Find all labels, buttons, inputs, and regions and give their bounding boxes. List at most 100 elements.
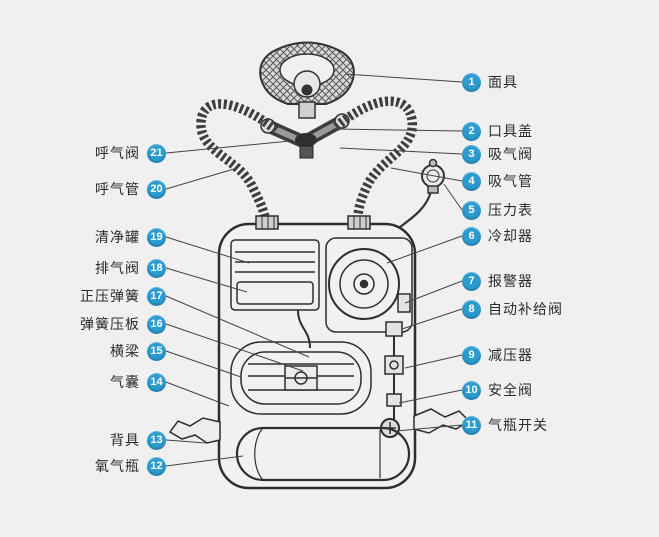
leader-line xyxy=(344,73,463,83)
callout-cylinder-switch: 11 气瓶开关 xyxy=(462,415,548,435)
callout-label: 横梁 xyxy=(110,343,140,359)
callout-label: 背具 xyxy=(110,432,140,448)
leader-line xyxy=(165,236,250,264)
leader-line xyxy=(165,350,242,378)
leader-line xyxy=(165,267,248,293)
callout-number-badge: 19 xyxy=(147,227,166,247)
leader-line xyxy=(401,308,463,330)
exhale-hose-drawing xyxy=(196,99,279,229)
leader-line xyxy=(332,128,463,132)
callout-label: 呼气管 xyxy=(95,181,140,197)
breathing-bag-drawing xyxy=(230,341,372,415)
callout-number-badge: 3 xyxy=(462,144,481,164)
callout-pressure-reducer: 9 减压器 xyxy=(462,345,533,365)
callout-inhale-valve: 3 吸气阀 xyxy=(462,144,533,164)
oxygen-cylinder-drawing xyxy=(235,426,411,482)
callout-number-badge: 5 xyxy=(462,200,481,220)
pressure-gauge-drawing xyxy=(399,158,445,228)
inner-tube-drawing xyxy=(297,309,311,349)
callout-alarm: 7 报警器 xyxy=(462,271,533,291)
callout-safety-valve: 10 安全阀 xyxy=(462,380,533,400)
leader-line xyxy=(339,147,463,155)
cooler-drawing xyxy=(325,237,413,333)
mask-drawing xyxy=(259,41,355,105)
callout-label: 清净罐 xyxy=(95,229,140,245)
callout-label: 口具盖 xyxy=(488,123,533,139)
callout-number-badge: 17 xyxy=(147,286,166,306)
callout-cooler: 6 冷却器 xyxy=(462,226,533,246)
callout-exhale-tube: 呼气管 20 xyxy=(95,179,166,199)
leader-line xyxy=(398,389,463,404)
valve-train-drawing xyxy=(380,293,411,438)
callout-label: 冷却器 xyxy=(488,228,533,244)
leader-line xyxy=(165,381,230,407)
leader-lines xyxy=(165,73,463,467)
callout-number-badge: 13 xyxy=(147,430,166,450)
callout-label: 气瓶开关 xyxy=(488,417,548,433)
callout-label: 弹簧压板 xyxy=(80,316,140,332)
callout-number-badge: 18 xyxy=(147,258,166,278)
leader-line xyxy=(443,183,463,211)
callout-crossbeam: 横梁 15 xyxy=(110,341,166,361)
callout-number-badge: 11 xyxy=(462,415,481,435)
callout-label: 减压器 xyxy=(488,347,533,363)
leader-line xyxy=(404,280,463,304)
callout-number-badge: 15 xyxy=(147,341,166,361)
callout-pressure-gauge: 5 压力表 xyxy=(462,200,533,220)
callout-label: 排气阀 xyxy=(95,260,140,276)
mouthpiece-drawing xyxy=(260,101,350,159)
callout-label: 报警器 xyxy=(488,273,533,289)
callout-purifier-canister: 清净罐 19 xyxy=(95,227,166,247)
callout-label: 面具 xyxy=(488,74,518,90)
leader-line xyxy=(165,323,304,372)
leader-line xyxy=(165,439,207,444)
callout-number-badge: 21 xyxy=(147,143,166,163)
callout-number-badge: 12 xyxy=(147,456,166,476)
canister-drawing xyxy=(230,239,320,311)
harness-strap-right-drawing xyxy=(413,408,471,434)
callout-label: 吸气管 xyxy=(488,173,533,189)
callout-number-badge: 6 xyxy=(462,226,481,246)
callout-harness: 背具 13 xyxy=(110,430,166,450)
callout-exhaust-valve: 排气阀 18 xyxy=(95,258,166,278)
callout-label: 自动补给阀 xyxy=(488,301,563,317)
case-drawing xyxy=(217,215,417,490)
leader-line xyxy=(386,235,463,264)
leader-line xyxy=(390,167,463,182)
callout-label: 安全阀 xyxy=(488,382,533,398)
leader-line xyxy=(404,354,463,369)
callout-number-badge: 2 xyxy=(462,121,481,141)
callout-breathing-bag: 气囊 14 xyxy=(110,372,166,392)
callout-number-badge: 8 xyxy=(462,299,481,319)
leader-line xyxy=(165,455,244,467)
inhale-hose-drawing xyxy=(332,96,417,229)
callout-mask: 1 面具 xyxy=(462,72,518,92)
leader-line xyxy=(165,140,291,154)
callout-label: 气囊 xyxy=(110,374,140,390)
callout-positive-pressure-spring: 正压弹簧 17 xyxy=(80,286,166,306)
callout-spring-plate: 弹簧压板 16 xyxy=(80,314,166,334)
leader-line xyxy=(165,295,310,358)
harness-strap-left-drawing xyxy=(168,417,221,444)
callout-exhale-valve: 呼气阀 21 xyxy=(95,143,166,163)
callout-number-badge: 7 xyxy=(462,271,481,291)
callout-label: 氧气瓶 xyxy=(95,458,140,474)
leader-line xyxy=(165,168,235,190)
callout-label: 吸气阀 xyxy=(488,146,533,162)
callout-auto-supply-valve: 8 自动补给阀 xyxy=(462,299,563,319)
callout-mouthpiece-cover: 2 口具盖 xyxy=(462,121,533,141)
callout-number-badge: 4 xyxy=(462,171,481,191)
callout-number-badge: 9 xyxy=(462,345,481,365)
callout-label: 压力表 xyxy=(488,202,533,218)
callout-number-badge: 20 xyxy=(147,179,166,199)
callout-label: 呼气阀 xyxy=(95,145,140,161)
callout-oxygen-cylinder: 氧气瓶 12 xyxy=(95,456,166,476)
callout-inhale-tube: 4 吸气管 xyxy=(462,171,533,191)
leader-line xyxy=(395,424,463,432)
callout-number-badge: 14 xyxy=(147,372,166,392)
callout-number-badge: 1 xyxy=(462,72,481,92)
callout-label: 正压弹簧 xyxy=(80,288,140,304)
callout-number-badge: 16 xyxy=(147,314,166,334)
